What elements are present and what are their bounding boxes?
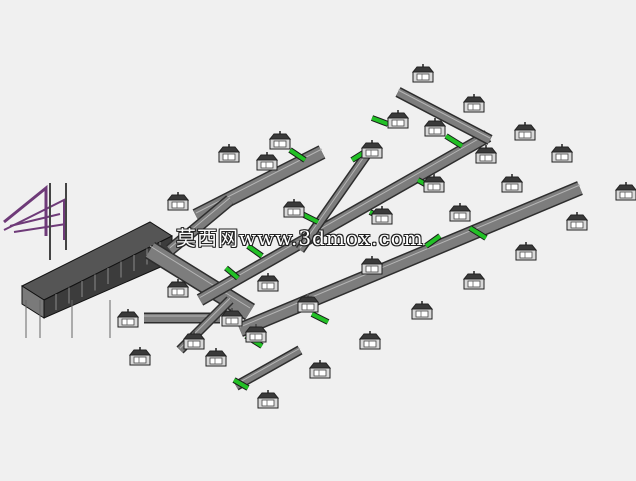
diffuser-icon-11-top: [282, 201, 306, 208]
diffuser-icon-20-grille: [467, 280, 481, 288]
diffuser-icon-6-top: [268, 133, 292, 140]
flex-connector-8: [246, 244, 264, 258]
diffuser-icon-16-top: [614, 184, 636, 191]
diffuser-icon-19-grille: [519, 251, 533, 259]
diffuser-icon-10-top: [166, 194, 190, 201]
diffuser-icon-8-grille: [260, 161, 274, 169]
diffuser-icon-1-top: [462, 96, 486, 103]
main-duct-link: [297, 147, 373, 253]
diffuser-icon-3-grille: [428, 127, 442, 135]
diffuser-icon-11-grille: [287, 208, 301, 216]
main-duct-elbow: [167, 196, 233, 254]
diffuser-icon-8-top: [255, 154, 279, 161]
main-duct-south: [237, 182, 583, 336]
diffuser-icon-34-top: [256, 392, 280, 399]
flex-connector-0: [288, 148, 307, 162]
diffuser-icon-29-grille: [363, 340, 377, 348]
diffuser-icon-14-grille: [505, 183, 519, 191]
diffuser-icon-32-grille: [133, 356, 147, 364]
diffuser-icon-30-top: [410, 303, 434, 310]
diffuser-icon-1-grille: [467, 103, 481, 111]
main-duct-north-highlight: [199, 133, 489, 298]
diffuser-icon-34-grille: [261, 399, 275, 407]
diffuser-icon-19-top: [514, 244, 538, 251]
diffuser-icon-29-top: [358, 333, 382, 340]
flex-connector-13: [233, 378, 249, 390]
main-duct-south-end-highlight: [235, 347, 301, 385]
diffuser-icon-10-grille: [171, 201, 185, 209]
diffuser-icon-18-top: [565, 214, 589, 221]
main-duct-south-highlight: [239, 184, 581, 328]
flex-connector-9: [224, 266, 240, 280]
diffuser-icon-6-grille: [273, 140, 287, 148]
flex-connector-7: [468, 226, 488, 240]
diffuser-icon-31-top: [308, 362, 332, 369]
diffuser-icon-20-top: [462, 273, 486, 280]
diffuser-icon-28-grille: [249, 333, 263, 341]
main-duct-riser: [145, 243, 255, 319]
diffuser-icon-30-grille: [415, 310, 429, 318]
diffuser-icon-33-top: [204, 350, 228, 357]
diffuser-icon-4-grille: [518, 131, 532, 139]
diffuser-icon-9-top: [360, 142, 384, 149]
diffuser-icon-26-grille: [187, 340, 201, 348]
diffuser-icon-12-grille: [375, 215, 389, 223]
diffuser-icon-25-top: [116, 311, 140, 318]
diffuser-icon-17-grille: [453, 212, 467, 220]
diffuser-icon-23-grille: [261, 282, 275, 290]
diffuser-icon-14-top: [500, 176, 524, 183]
diffuser-icon-22-top: [166, 281, 190, 288]
diffuser-icon-0-grille: [416, 73, 430, 81]
diffuser-icon-18-grille: [570, 221, 584, 229]
flex-connector-6: [424, 234, 442, 248]
flex-connector-12: [371, 116, 389, 126]
diffuser-icon-3-top: [423, 120, 447, 127]
main-duct-link-highlight: [299, 147, 371, 249]
diffuser-icon-5-grille: [479, 154, 493, 162]
diffuser-icon-2-grille: [391, 119, 405, 127]
steel-frame-beam: [13, 223, 67, 233]
diffuser-icon-28-top: [244, 326, 268, 333]
main-duct-north: [197, 131, 491, 305]
diffuser-icon-0-top: [411, 66, 435, 73]
diffuser-icon-15-grille: [555, 153, 569, 161]
main-duct-branch-ne-highlight: [397, 89, 491, 139]
diffuser-icon-31-grille: [313, 369, 327, 377]
diffuser-icon-4-top: [513, 124, 537, 131]
diffuser-icon-9-grille: [365, 149, 379, 157]
main-duct-branch-ne: [396, 88, 492, 144]
diffuser-icon-25-grille: [121, 318, 135, 326]
diffuser-icon-2-top: [386, 112, 410, 119]
diffuser-icon-21-grille: [365, 265, 379, 273]
main-duct-elbow-highlight: [169, 197, 231, 249]
main-duct-south-end: [234, 346, 302, 390]
diffuser-icon-17-top: [448, 205, 472, 212]
diffuser-icon-26-top: [182, 333, 206, 340]
diffuser-icon-27-grille: [225, 317, 239, 325]
diffuser-icon-7-grille: [222, 153, 236, 161]
diffuser-icon-27-top: [220, 310, 244, 317]
flex-connector-2: [444, 134, 464, 148]
diffuser-icon-5-top: [474, 147, 498, 154]
diffuser-icon-32-top: [128, 349, 152, 356]
diffuser-icon-22-grille: [171, 288, 185, 296]
diffuser-icon-12-top: [370, 208, 394, 215]
flex-connector-11: [311, 312, 329, 324]
diffuser-icon-13-grille: [427, 183, 441, 191]
diffuser-icon-33-grille: [209, 357, 223, 365]
diffuser-icon-13-top: [422, 176, 446, 183]
diffuser-icon-16-grille: [619, 191, 633, 199]
steel-frame-icon: [3, 184, 48, 236]
diffuser-icon-24-grille: [301, 303, 315, 311]
main-duct-riser-highlight: [149, 245, 251, 309]
diffuser-icon-21-top: [360, 258, 384, 265]
diffuser-icon-7-top: [217, 146, 241, 153]
diffuser-icon-23-top: [256, 275, 280, 282]
diffuser-icon-24-top: [296, 296, 320, 303]
steel-frame-brace: [3, 198, 65, 240]
steel-frame-beam: [9, 213, 61, 227]
diffuser-icon-15-top: [550, 146, 574, 153]
